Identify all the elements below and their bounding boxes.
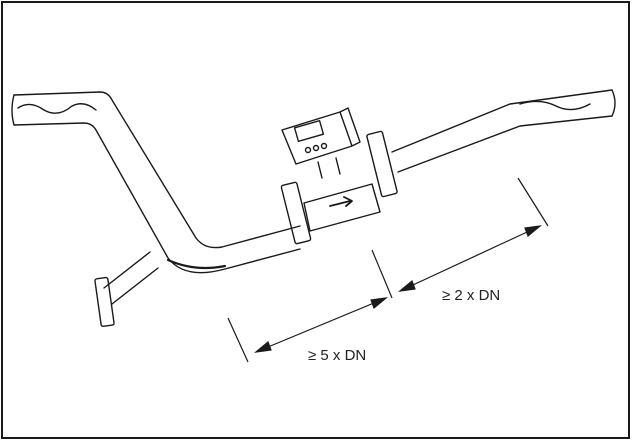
transmitter-button xyxy=(304,146,312,154)
sediment-mark xyxy=(166,258,227,270)
extension-line xyxy=(371,249,393,299)
arrowhead xyxy=(398,279,416,292)
pipe-cut-left xyxy=(11,94,97,126)
meter-body xyxy=(303,183,381,232)
extension-line xyxy=(517,177,549,227)
transmitter-display xyxy=(293,119,325,143)
pipe-outlet xyxy=(391,89,613,173)
arrowhead xyxy=(254,340,272,353)
upstream-run-label: ≥ 5 x DN xyxy=(308,347,366,364)
downstream-flange xyxy=(366,130,398,198)
transmitter-button xyxy=(312,144,320,152)
pipe-drain-branch xyxy=(103,251,159,305)
extension-line xyxy=(227,317,249,363)
pipe-cut-right xyxy=(519,89,616,117)
arrowhead xyxy=(370,297,388,310)
pipe-inlet-horizontal xyxy=(13,91,301,274)
dimension-line-downstream xyxy=(399,225,541,292)
transmitter-neck xyxy=(317,157,341,179)
flow-direction-arrow xyxy=(329,196,353,207)
arrowhead xyxy=(524,225,542,238)
transmitter-button xyxy=(320,142,328,150)
dimension-line-upstream xyxy=(255,297,387,353)
upstream-flange xyxy=(280,181,312,245)
transmitter-housing xyxy=(281,107,361,165)
drain-flange xyxy=(94,276,115,328)
downstream-run-label: ≥ 2 x DN xyxy=(442,287,500,304)
